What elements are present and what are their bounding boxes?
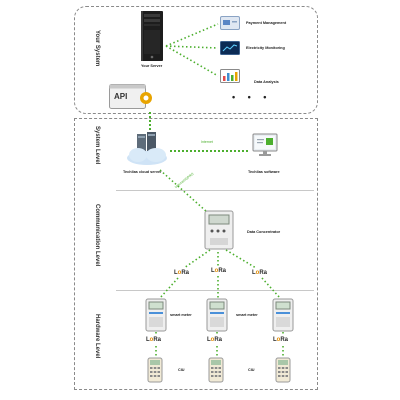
meter-label-1: smart meter <box>170 313 192 317</box>
payment-label: Payment Management <box>246 21 287 25</box>
meter-label-2: smart meter <box>236 313 258 317</box>
cloud-label: Techlias cloud server <box>123 170 162 174</box>
server-tower-icon <box>141 11 163 61</box>
divider-comm-hardware <box>116 290 314 291</box>
your-system-zone <box>74 6 318 114</box>
ciu-keypad-icon-3 <box>275 357 291 383</box>
cloud-software-link <box>170 150 248 152</box>
analysis-label: Data Analysis <box>254 80 279 84</box>
lora-label-comm-1: LoRa <box>174 270 190 276</box>
payment-icon <box>220 16 240 30</box>
electricity-icon <box>220 41 240 55</box>
api-window-icon <box>109 84 152 109</box>
lora-label-comm-2: LoRa <box>211 268 227 274</box>
smart-meter-icon-1 <box>145 298 167 332</box>
server-label: Your Server <box>141 64 163 68</box>
server-cloud-link <box>149 112 151 146</box>
divider-system-comm <box>116 190 314 191</box>
electricity-label: Electricity Monitoring <box>246 46 285 50</box>
lora-label-hw-2: LoRa <box>207 337 223 343</box>
software-monitor-icon <box>252 133 278 156</box>
ciu-keypad-icon-2 <box>208 357 224 383</box>
analysis-icon <box>220 69 240 83</box>
software-label: Techlias software <box>248 170 280 174</box>
ciu-label-2: CIU <box>248 368 255 372</box>
more-services-ellipsis: • • • <box>232 92 272 102</box>
lora-label-comm-3: LoRa <box>252 270 268 276</box>
concentrator-label: Data Concentrator <box>247 230 281 234</box>
data-concentrator-icon <box>204 210 234 250</box>
ciu-label-1: CIU <box>178 368 185 372</box>
lora-label-hw-1: LoRa <box>146 337 162 343</box>
ciu-keypad-icon-1 <box>147 357 163 383</box>
api-label: API <box>114 92 128 101</box>
cloud-server-icon <box>127 132 167 165</box>
smart-meter-icon-2 <box>206 298 228 332</box>
smart-meter-icon-3 <box>272 298 294 332</box>
lora-label-hw-3: LoRa <box>273 337 289 343</box>
lower-levels-zone <box>74 118 318 390</box>
internet-label: Internet <box>201 140 213 144</box>
